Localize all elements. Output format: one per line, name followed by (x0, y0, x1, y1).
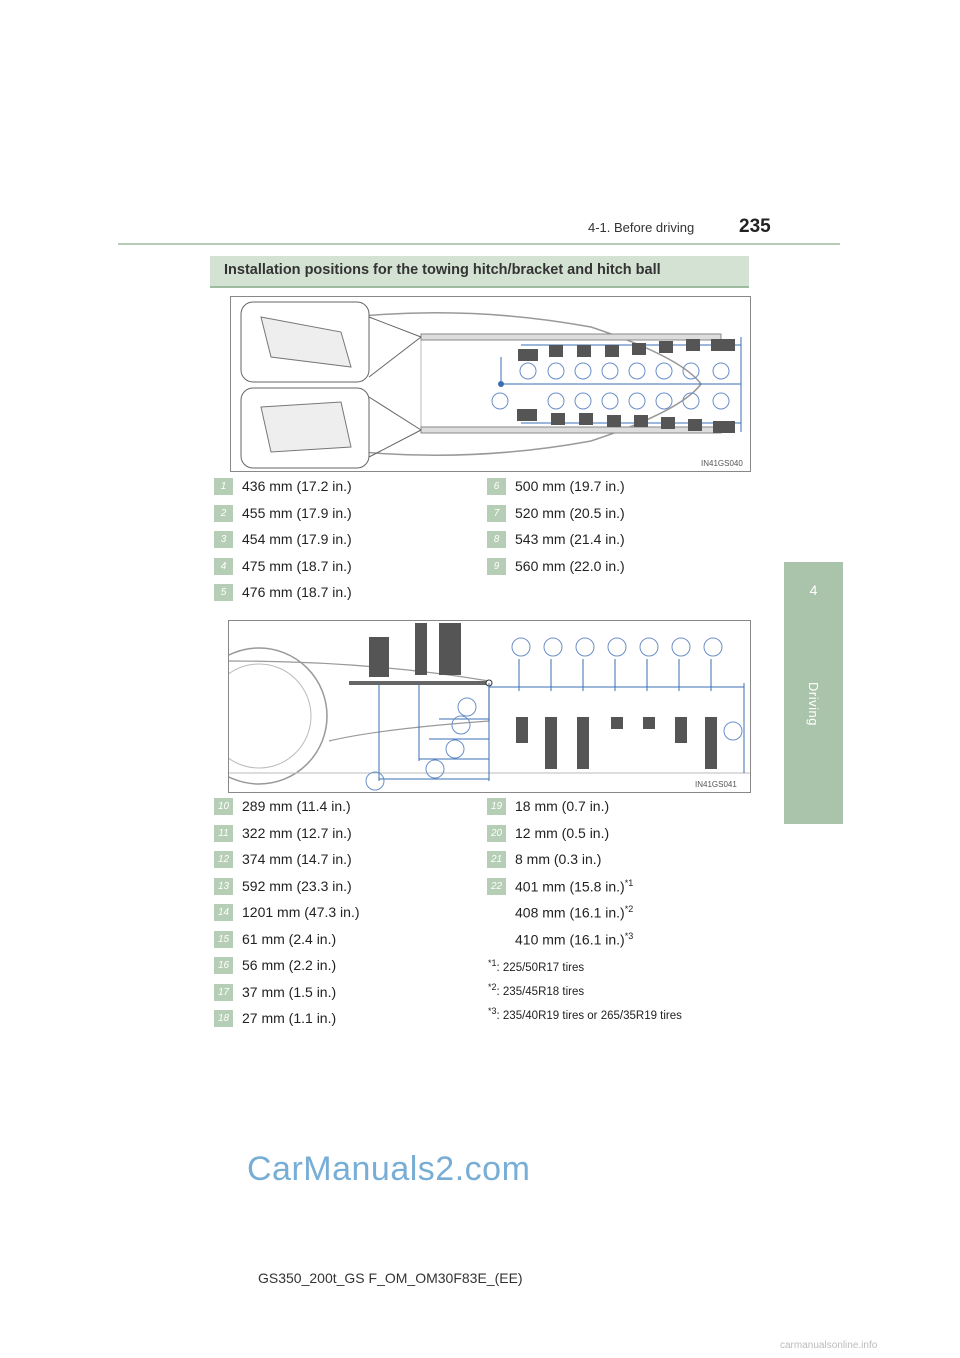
tire-footnote: *2: 235/45R18 tires (488, 982, 585, 998)
page-number: 235 (739, 216, 771, 237)
footnote-ref: *2 (624, 904, 634, 914)
section-heading-text: Installation positions for the towing hi… (224, 262, 661, 278)
number-marker: 8 (487, 531, 506, 548)
number-marker: 15 (214, 930, 233, 948)
chapter-label: Driving (806, 682, 821, 726)
measurement-value: 410 mm (16.1 in.)*3 (515, 930, 634, 948)
tire-footnote: *1: 225/50R17 tires (488, 958, 585, 974)
measurement-value: 455 mm (17.9 in.) (242, 504, 352, 521)
measurement-value: 500 mm (19.7 in.) (515, 478, 625, 494)
number-marker: 13 (214, 877, 233, 895)
number-marker: 22 (487, 877, 506, 895)
measurement-value: 401 mm (15.8 in.)*1 (515, 877, 634, 895)
measurement-value: 592 mm (23.3 in.) (242, 877, 352, 894)
number-marker: 2 (214, 504, 233, 522)
number-marker: 1 (214, 478, 233, 495)
number-marker: 3 (214, 531, 233, 548)
chapter-tab: 4 Driving (784, 562, 843, 824)
number-marker: 10 (214, 798, 233, 815)
section-heading: Installation positions for the towing hi… (210, 256, 749, 288)
section-title: 4-1. Before driving (588, 220, 695, 235)
measurement-value: 520 mm (20.5 in.) (515, 504, 625, 521)
measurement-value: 475 mm (18.7 in.) (242, 557, 352, 574)
diagram1-code: IN41GS040 (701, 459, 743, 468)
measurement-value: 27 mm (1.1 in.) (242, 1010, 337, 1026)
measurement-value: 8 mm (0.3 in.) (515, 851, 602, 867)
watermark-logo: CarManuals2.com (247, 1150, 531, 1188)
side-view-diagram: IN41GS041 (228, 620, 751, 793)
footnote-ref: *1 (624, 877, 634, 888)
chapter-number: 4 (809, 582, 818, 598)
document-code: GS350_200t_GS F_OM_OM30F83E_(EE) (258, 1270, 523, 1286)
measurement-value: 436 mm (17.2 in.) (242, 478, 352, 494)
number-marker: 21 (487, 851, 506, 868)
header-divider (118, 243, 840, 245)
measurement-value: 37 mm (1.5 in.) (242, 983, 337, 1000)
measurement-value: 408 mm (16.1 in.)*2 (515, 904, 634, 921)
measurement-value: 56 mm (2.2 in.) (242, 957, 337, 973)
number-marker: 17 (214, 983, 233, 1001)
diagram2-code: IN41GS041 (695, 780, 737, 789)
number-marker: 5 (214, 584, 233, 601)
number-marker: 6 (487, 478, 506, 495)
number-marker: 16 (214, 957, 233, 974)
number-marker: 12 (214, 851, 233, 868)
number-marker: 20 (487, 824, 506, 842)
number-marker: 19 (487, 798, 506, 815)
measurement-value: 560 mm (22.0 in.) (515, 557, 625, 574)
measurement-value: 476 mm (18.7 in.) (242, 584, 352, 600)
measurement-value: 289 mm (11.4 in.) (242, 798, 351, 814)
measurement-value: 543 mm (21.4 in.) (515, 531, 625, 547)
number-marker: 11 (214, 824, 233, 842)
measurement-value: 61 mm (2.4 in.) (242, 930, 337, 947)
number-marker: 4 (214, 557, 233, 575)
measurement-value: 18 mm (0.7 in.) (515, 798, 610, 814)
number-marker: 14 (214, 904, 233, 921)
measurement-value: 374 mm (14.7 in.) (242, 851, 352, 867)
measurement-value: 12 mm (0.5 in.) (515, 824, 610, 841)
tire-footnote: *3: 235/40R19 tires or 265/35R19 tires (488, 1006, 682, 1022)
number-marker: 9 (487, 557, 506, 575)
footnote-ref: *3 (624, 930, 634, 941)
measurement-value: 322 mm (12.7 in.) (242, 824, 352, 841)
number-marker: 18 (214, 1010, 233, 1027)
measurement-value: 454 mm (17.9 in.) (242, 531, 352, 547)
measurement-value: 1201 mm (47.3 in.) (242, 904, 360, 920)
number-marker: 7 (487, 504, 506, 522)
bottom-watermark: carmanualsonline.info (780, 1340, 878, 1351)
top-view-diagram: IN41GS040 (230, 296, 751, 472)
